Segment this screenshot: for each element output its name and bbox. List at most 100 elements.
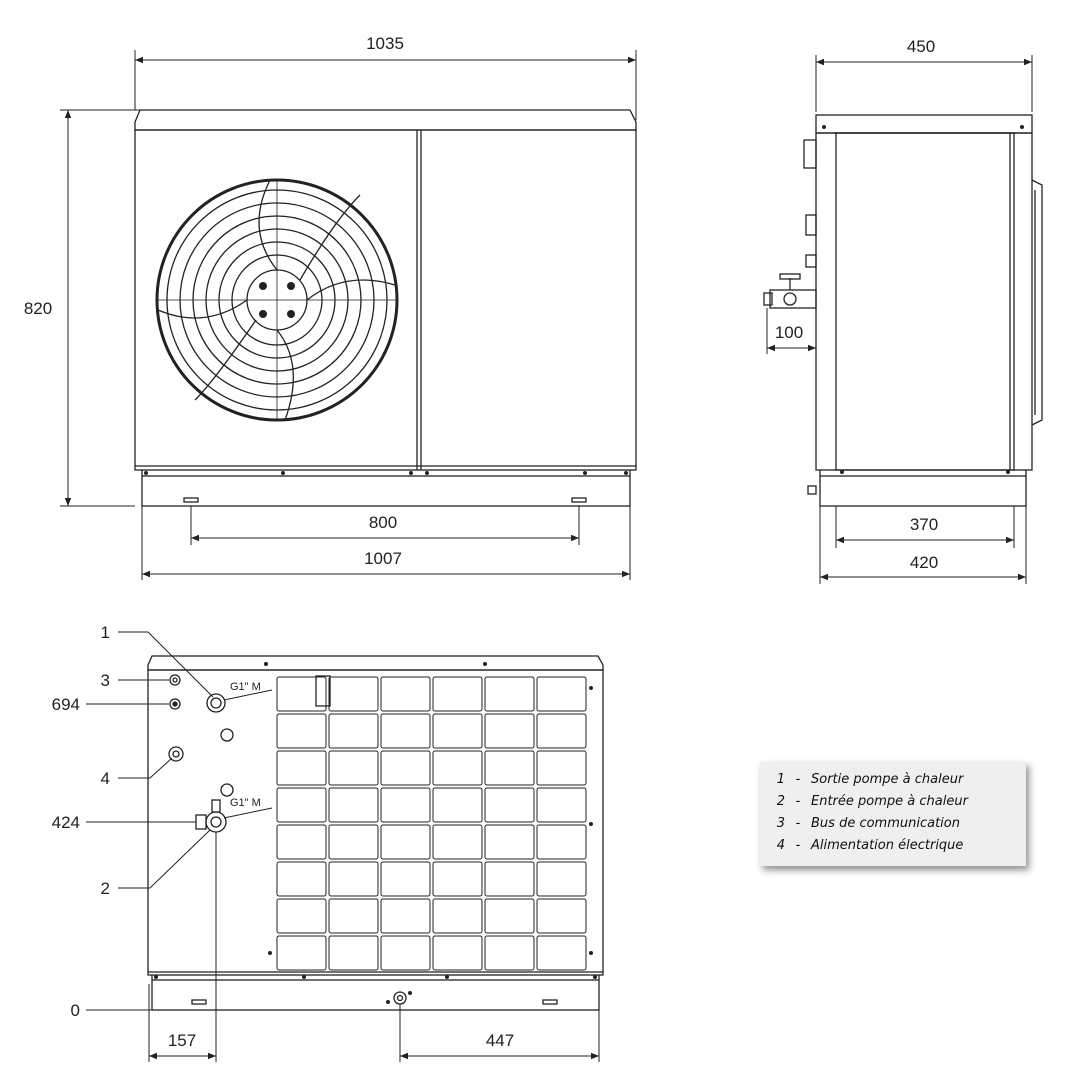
grille-cell: [432, 676, 483, 712]
valve-icon: [763, 273, 817, 309]
legend-number: 1: [776, 772, 785, 787]
callout-2: 2: [101, 879, 110, 898]
grille-cell: [380, 750, 431, 786]
power-supply-icon: [168, 746, 184, 762]
grille-cell: [328, 898, 379, 934]
legend-number: 2: [776, 794, 785, 809]
inlet-connection-icon: [195, 799, 227, 833]
grille-cell: [432, 935, 483, 971]
grille-cell: [536, 713, 587, 749]
grille-cell: [484, 787, 535, 823]
grille-cell: [484, 935, 535, 971]
grille-cell: [484, 861, 535, 897]
width-157: 157: [168, 1031, 196, 1050]
legend-item: 1-Sortie pompe à chaleur: [770, 772, 964, 790]
legend-number: 4: [776, 838, 785, 853]
height-0: 0: [71, 1001, 80, 1020]
grille-cell: [484, 713, 535, 749]
dim-side-base-depth: 420: [910, 553, 938, 572]
rear-view: [86, 631, 604, 1011]
grille-cell: [536, 787, 587, 823]
grille-cell: [432, 750, 483, 786]
grille-cell: [432, 861, 483, 897]
grille-cell: [536, 676, 587, 712]
side-body: [815, 132, 1033, 471]
dim-valve-offset: 100: [775, 323, 803, 342]
grille-cell: [536, 935, 587, 971]
grille-cell: [484, 750, 535, 786]
grille-cell: [380, 787, 431, 823]
legend-separator: -: [795, 772, 801, 787]
grille-cell: [328, 676, 379, 712]
dim-front-feet-spacing: 800: [369, 513, 397, 532]
height-424: 424: [52, 813, 80, 832]
callout-3: 3: [101, 671, 110, 690]
rear-grille: [276, 676, 587, 971]
front-top-cover: [134, 109, 637, 131]
connector-3-icon: [169, 674, 181, 686]
legend-box: 1-Sortie pompe à chaleur 2-Entrée pompe …: [760, 762, 1026, 866]
grille-cell: [484, 676, 535, 712]
legend-item: 4-Alimentation électrique: [770, 838, 964, 856]
height-694: 694: [52, 695, 80, 714]
grille-cell: [536, 861, 587, 897]
callout-4: 4: [101, 769, 110, 788]
grille-cell: [276, 861, 327, 897]
grille-cell: [276, 713, 327, 749]
rear-panel-element: [315, 675, 331, 707]
grille-cell: [536, 824, 587, 860]
grille-cell: [484, 824, 535, 860]
grille-cell: [380, 861, 431, 897]
connector-694-icon: [169, 698, 181, 710]
grille-cell: [432, 713, 483, 749]
connection-label-lower: G1" M: [230, 797, 261, 809]
legend-separator: -: [795, 816, 801, 831]
front-view: [134, 109, 637, 507]
dim-side-depth-top: 450: [907, 37, 935, 56]
grille-cell: [536, 898, 587, 934]
grille-cell: [276, 898, 327, 934]
grille-cell: [432, 898, 483, 934]
grille-cell: [328, 935, 379, 971]
legend-item: 3-Bus de communication: [770, 816, 960, 834]
legend-text: Alimentation électrique: [811, 838, 964, 853]
dim-front-base-width: 1007: [364, 549, 402, 568]
grille-cell: [328, 713, 379, 749]
dim-height: 820: [24, 299, 52, 318]
grille-cell: [380, 935, 431, 971]
grille-cell: [328, 861, 379, 897]
front-body: [134, 129, 637, 471]
grille-cell: [380, 676, 431, 712]
grille-cell: [484, 898, 535, 934]
grille-cell: [432, 787, 483, 823]
grille-cell: [380, 898, 431, 934]
grille-cell: [276, 935, 327, 971]
outlet-connection-icon: [206, 693, 226, 713]
legend-item: 2-Entrée pompe à chaleur: [770, 794, 968, 812]
grille-cell: [276, 750, 327, 786]
grille-cell: [276, 787, 327, 823]
grille-cell: [328, 787, 379, 823]
callout-1: 1: [101, 623, 110, 642]
legend-separator: -: [795, 838, 801, 853]
grille-cell: [380, 713, 431, 749]
dim-front-width-top: 1035: [366, 34, 404, 53]
grille-cell: [276, 824, 327, 860]
width-447: 447: [486, 1031, 514, 1050]
dim-side-feet-spacing: 370: [910, 515, 938, 534]
grille-cell: [328, 824, 379, 860]
fan-icon: [155, 178, 399, 422]
side-view: [763, 114, 1043, 507]
legend-separator: -: [795, 794, 801, 809]
front-base: [141, 475, 631, 507]
grille-cell: [328, 750, 379, 786]
grille-cell: [432, 824, 483, 860]
grille-cell: [380, 824, 431, 860]
legend-number: 3: [776, 816, 785, 831]
legend-text: Entrée pompe à chaleur: [811, 794, 968, 809]
legend-text: Sortie pompe à chaleur: [811, 772, 964, 787]
legend-text: Bus de communication: [811, 816, 960, 831]
connection-label-upper: G1" M: [230, 681, 261, 693]
grille-cell: [276, 676, 327, 712]
